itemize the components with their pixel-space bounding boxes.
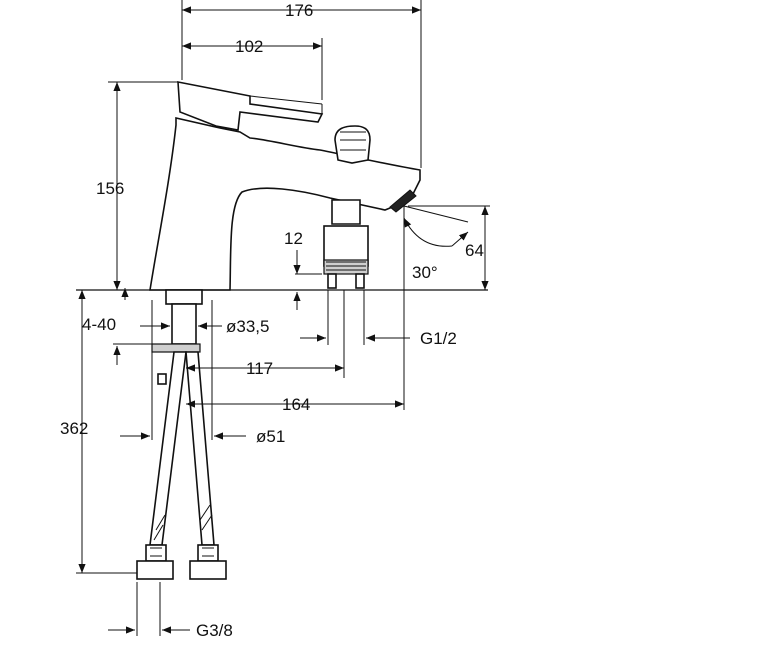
dim-label-spout-height: 64 <box>465 241 484 260</box>
dim-label-body-height: 156 <box>96 179 124 198</box>
supply-hoses <box>136 351 227 580</box>
dim-label-outlet-thread: G1/2 <box>420 329 457 348</box>
dim-label-spout-reach: 164 <box>282 395 310 414</box>
dim-label-hose-length: 362 <box>60 419 88 438</box>
dimension-lines <box>76 0 490 636</box>
lever-handle <box>177 81 324 131</box>
outlet-connector <box>323 199 369 289</box>
dim-label-hose-thread: G3/8 <box>196 621 233 640</box>
dim-label-lever-length: 102 <box>235 37 263 56</box>
dim-label-overall-width: 176 <box>285 1 313 20</box>
dim-label-outlet-reach: 117 <box>246 359 273 378</box>
dim-label-hole-diameter: ø51 <box>256 427 285 446</box>
diverter-knob <box>334 125 371 164</box>
dim-label-outlet-offset: 12 <box>284 229 303 248</box>
dim-label-tail-length: 4-40 <box>82 315 116 334</box>
dim-label-spout-angle: 30° <box>412 263 438 282</box>
dim-label-shank-diameter: ø33,5 <box>226 317 269 336</box>
faucet-body <box>76 81 488 580</box>
